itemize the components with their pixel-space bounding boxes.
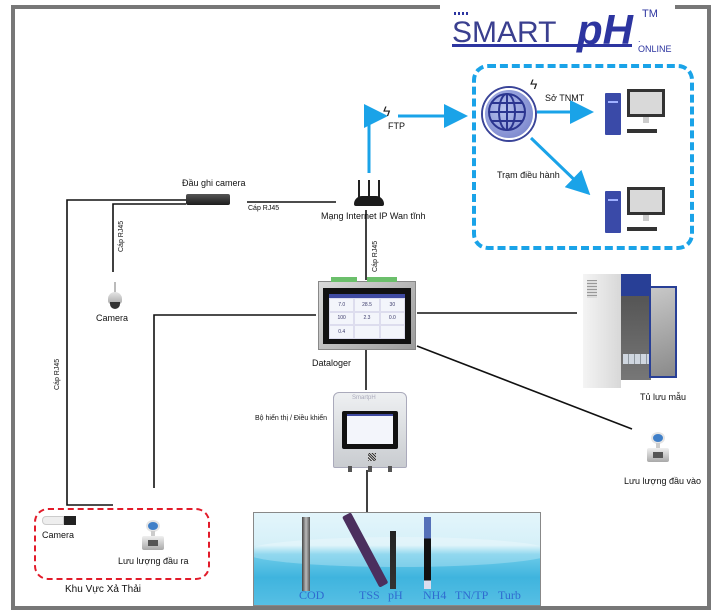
screen-value: 30 bbox=[379, 298, 405, 312]
router-to-ftp-line bbox=[364, 104, 388, 173]
so-tnmt-label: Sở TNMT bbox=[545, 93, 585, 103]
sensor-label-tss: TSS bbox=[359, 588, 380, 602]
sensor-label-turb: Turb bbox=[498, 588, 521, 602]
bullet-camera-label: Camera bbox=[42, 530, 75, 540]
sensor-label-ph: pH bbox=[388, 588, 403, 602]
router-datalogger-cable-label: Cáp RJ45 bbox=[372, 240, 379, 272]
dome-camera-label: Camera bbox=[96, 313, 129, 323]
screen-value: 28.5 bbox=[354, 298, 380, 312]
bullet-camera-icon bbox=[42, 516, 76, 526]
cloud-to-tram-arrow bbox=[529, 136, 591, 196]
sample-cabinet-icon bbox=[583, 274, 677, 388]
left-trunk-cable-label: Cáp RJ45 bbox=[54, 358, 61, 390]
logo-tm: TM bbox=[642, 8, 658, 20]
screen-value bbox=[379, 325, 405, 339]
monitoring-center-region bbox=[472, 64, 694, 250]
logo-underline bbox=[452, 44, 632, 47]
dvr-router-cable-label: Cáp RJ45 bbox=[248, 205, 280, 212]
router-label: Mạng Internet IP Wan tĩnh bbox=[321, 211, 426, 221]
dome-camera-icon bbox=[106, 282, 124, 310]
datalogger-flowin-cable bbox=[416, 345, 633, 430]
screen-value: 0.4 bbox=[329, 325, 355, 339]
cod-probe-icon bbox=[302, 517, 310, 591]
tram-dieu-hanh-computer-icon bbox=[605, 187, 667, 237]
flow-out-label: Lưu lượng đầu ra bbox=[118, 556, 189, 566]
smartph-logo: SMART pH TM . ONLINE bbox=[452, 6, 672, 54]
dvr-camera-cable bbox=[112, 203, 186, 272]
dvr-recorder-icon bbox=[186, 194, 230, 205]
flowmeter-out-icon bbox=[142, 520, 164, 552]
screen-value: 100 bbox=[329, 311, 355, 326]
so-tnmt-computer-icon bbox=[605, 89, 667, 139]
dvr-camera-cable-label: Cáp RJ45 bbox=[118, 220, 125, 252]
screen-value: 0.0 bbox=[379, 311, 405, 326]
screen-value: 2.3 bbox=[354, 311, 380, 326]
datalogger-device: 7.0 28.5 30 100 2.3 0.0 0.4 bbox=[318, 277, 416, 350]
sensor-label-tntp: TN/TP bbox=[455, 588, 489, 602]
diagram-frame bbox=[11, 5, 711, 610]
controller-device: SmartpH bbox=[333, 392, 407, 472]
lightning-icon: ϟ bbox=[530, 76, 538, 92]
sensor-label-nh4: NH4 bbox=[423, 588, 447, 602]
logo-online: . ONLINE bbox=[638, 34, 672, 54]
discharge-area-region bbox=[34, 508, 210, 580]
nh4-probe-icon bbox=[424, 517, 431, 589]
tram-dieu-hanh-label: Trạm điều hành bbox=[497, 170, 560, 180]
dvr-label: Đầu ghi camera bbox=[182, 178, 246, 188]
ph-probe-icon bbox=[390, 531, 396, 589]
lightning-icon: ϟ bbox=[383, 103, 391, 119]
cabinet-label: Tủ lưu mẫu bbox=[640, 392, 687, 402]
frame-gap bbox=[440, 0, 675, 12]
controller-brand: SmartpH bbox=[352, 395, 376, 401]
ftp-label: FTP bbox=[388, 121, 405, 131]
datalogger-label: Dataloger bbox=[312, 358, 352, 368]
terminal-block bbox=[331, 277, 357, 282]
flowmeter-in-icon bbox=[647, 432, 669, 464]
controller-screen bbox=[347, 414, 393, 444]
screen-value: 7.0 bbox=[329, 298, 355, 312]
qr-code-icon bbox=[368, 453, 376, 461]
terminal-block bbox=[367, 277, 397, 282]
screen-value bbox=[354, 325, 380, 339]
discharge-area-label: Khu Vực Xả Thải bbox=[65, 584, 141, 595]
internet-globe-icon bbox=[483, 88, 535, 140]
logo-smart-text: SMART bbox=[452, 16, 557, 49]
sensors-panel: COD TSS pH NH4 TN/TP Turb bbox=[253, 512, 541, 606]
datalogger-screen: 7.0 28.5 30 100 2.3 0.0 0.4 bbox=[329, 294, 405, 339]
controller-label: Bộ hiển thị / Điều khiển bbox=[255, 415, 327, 422]
datalogger-flowout-cable bbox=[153, 314, 316, 488]
flow-in-label: Lưu lượng đầu vào bbox=[624, 476, 702, 486]
left-trunk-cable bbox=[66, 199, 186, 506]
sensor-label-cod: COD bbox=[299, 588, 325, 602]
router-icon bbox=[352, 180, 386, 208]
logo-speed-lines bbox=[454, 12, 468, 15]
